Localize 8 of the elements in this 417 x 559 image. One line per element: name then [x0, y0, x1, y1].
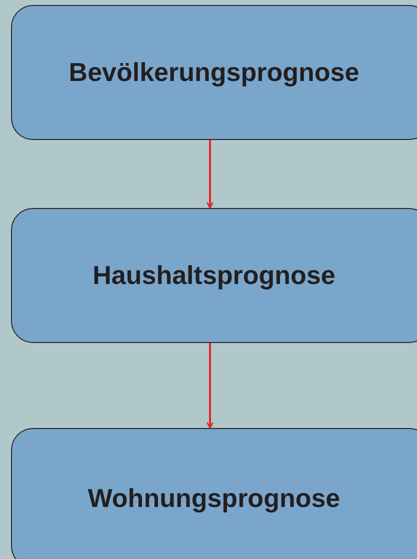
arrow	[206, 343, 214, 429]
box-label: Haushaltsprognose	[92, 259, 336, 292]
process-box	[11, 208, 417, 343]
process-box	[11, 5, 417, 140]
box-label: Bevölkerungsprognose	[68, 56, 360, 89]
arrow	[206, 140, 214, 209]
process-box	[11, 428, 417, 559]
box-label: Wohnungsprognose	[88, 482, 340, 514]
